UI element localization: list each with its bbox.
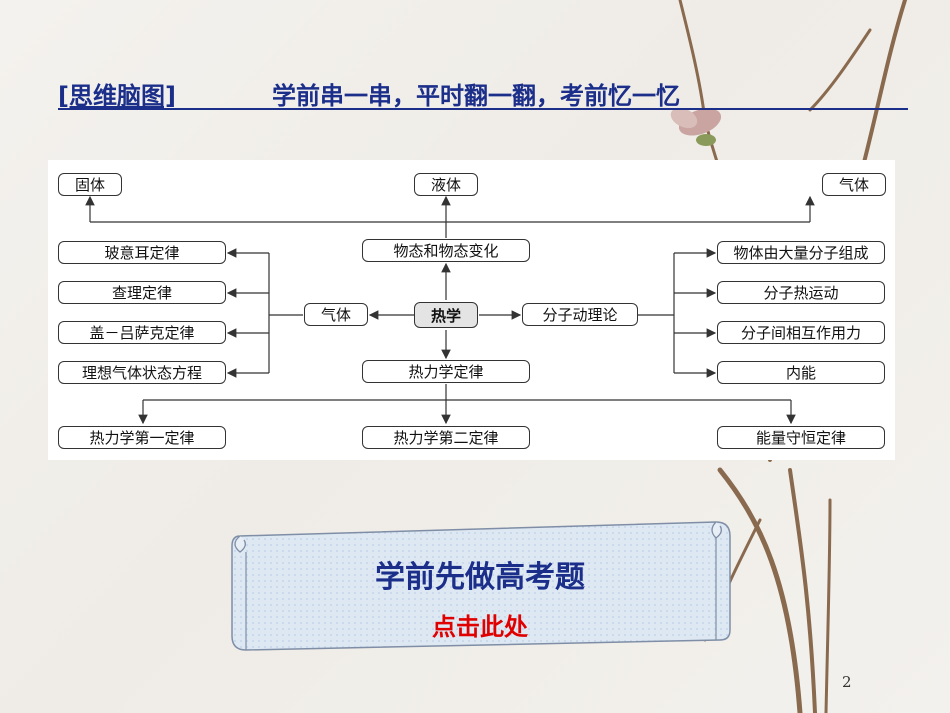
header-bar: [思维脑图] 学前串一串，平时翻一翻，考前忆一忆 xyxy=(58,76,908,110)
node-state-change: 物态和物态变化 xyxy=(362,239,530,262)
node-second-law: 热力学第二定律 xyxy=(362,426,530,449)
node-internal-energy: 内能 xyxy=(717,361,885,384)
node-gay-lussac-law: 盖－吕萨克定律 xyxy=(58,321,226,344)
section-tag: [思维脑图] xyxy=(58,82,176,110)
scroll-shape xyxy=(231,521,731,651)
node-liquid: 液体 xyxy=(414,173,478,196)
node-thermal-motion: 分子热运动 xyxy=(717,281,885,304)
mindmap-diagram: 固体 液体 气体 物态和物态变化 玻意耳定律 查理定律 盖－吕萨克定律 理想气体… xyxy=(48,160,895,460)
mindmap-connectors xyxy=(85,195,815,425)
node-molecular-theory: 分子动理论 xyxy=(522,303,638,326)
click-here-link[interactable]: 点击此处 xyxy=(432,613,528,641)
scroll-title: 学前先做高考题 xyxy=(375,560,585,595)
node-thermo-laws: 热力学定律 xyxy=(362,360,530,383)
scroll-banner[interactable]: 学前先做高考题 点击此处 xyxy=(226,512,734,660)
node-gas: 气体 xyxy=(304,303,368,326)
node-first-law: 热力学第一定律 xyxy=(58,426,226,449)
node-molecules-composition: 物体由大量分子组成 xyxy=(717,241,885,264)
section-subtitle: 学前串一串，平时翻一翻，考前忆一忆 xyxy=(272,82,680,110)
node-intermolecular-force: 分子间相互作用力 xyxy=(717,321,885,344)
node-energy-conservation: 能量守恒定律 xyxy=(717,426,885,449)
page-number: 2 xyxy=(842,673,852,691)
node-charles-law: 查理定律 xyxy=(58,281,226,304)
node-gas-top: 气体 xyxy=(822,173,886,196)
node-solid: 固体 xyxy=(58,173,122,196)
node-ideal-gas-equation: 理想气体状态方程 xyxy=(58,361,226,384)
node-center-thermodynamics: 热学 xyxy=(414,302,478,328)
node-boyle-law: 玻意耳定律 xyxy=(58,241,226,264)
